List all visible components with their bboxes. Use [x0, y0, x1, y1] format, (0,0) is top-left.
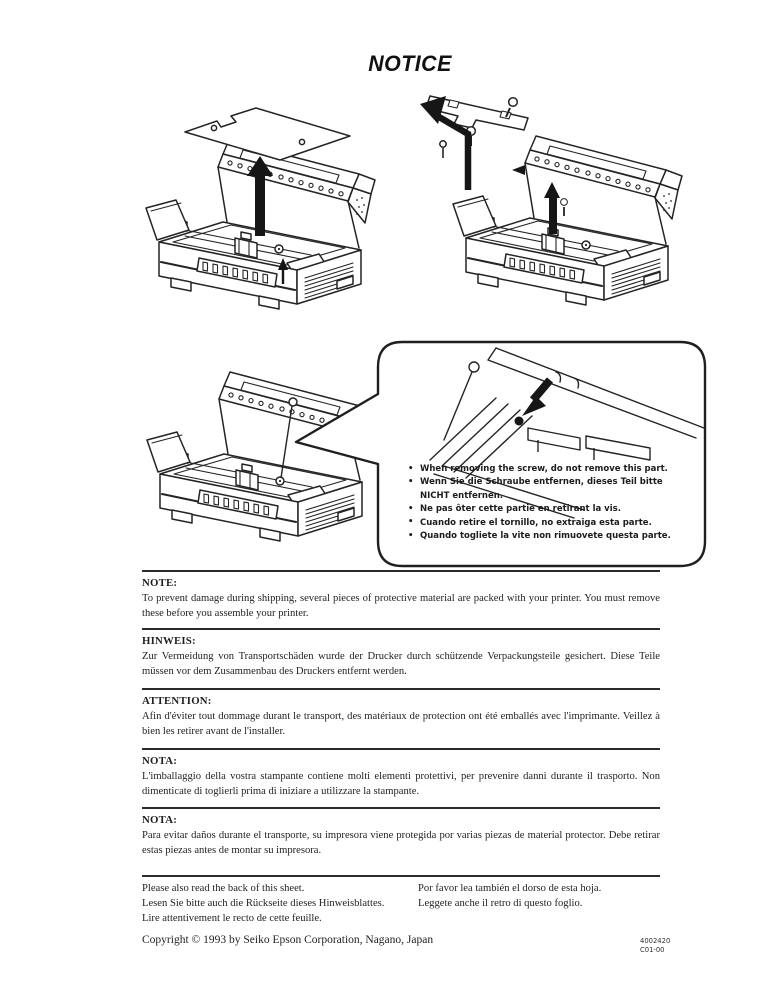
- section-hinweis-de: HINWEIS: Zur Vermeidung von Transportsch…: [142, 628, 660, 679]
- illustration-remove-protective-sheet: [145, 107, 376, 310]
- doc-number: 4002420: [640, 937, 671, 945]
- section-heading: HINWEIS:: [142, 635, 196, 647]
- left-arrow-icon: [512, 165, 525, 175]
- footer-divider: [142, 875, 660, 877]
- section-heading: NOTA:: [142, 814, 177, 826]
- pin-head: [288, 397, 298, 407]
- callout-bullet: Wenn Sie die Schraube entfernen, dieses …: [408, 476, 692, 503]
- callout-bullet-list: When removing the screw, do not remove t…: [408, 462, 692, 544]
- section-heading: ATTENTION:: [142, 695, 212, 707]
- removal-path-line: [432, 111, 472, 190]
- footer-line: Lesen Sie bitte auch die Rückseite diese…: [142, 898, 385, 909]
- footer-line: Por favor lea también el dorso de esta h…: [418, 883, 602, 894]
- carriage-block: [527, 427, 581, 451]
- callout-bullet: When removing the screw, do not remove t…: [408, 462, 692, 476]
- up-arrow-icon: [544, 182, 560, 234]
- footer-read-back-right: Por favor lea también el dorso de esta h…: [418, 881, 660, 911]
- footer-line: Please also read the back of this sheet.: [142, 883, 305, 894]
- copyright-line: Copyright © 1993 by Seiko Epson Corporat…: [142, 934, 434, 946]
- section-body: Afin d'éviter tout dommage durant le tra…: [142, 711, 660, 737]
- section-body: Para evitar daños durante el transporte,…: [142, 830, 660, 856]
- illustration-carriage-detail-source: [146, 371, 377, 542]
- section-note-en: NOTE: To prevent damage during shipping,…: [142, 570, 660, 621]
- callout-balloon: When removing the screw, do not remove t…: [294, 340, 708, 568]
- pin-head: [468, 361, 480, 373]
- carriage-pin: [280, 405, 293, 479]
- footer-line: Lire attentivement le recto de cette feu…: [142, 913, 322, 924]
- down-left-arrow-icon: [522, 396, 546, 416]
- section-heading: NOTE:: [142, 577, 178, 589]
- section-nota-es: NOTA: Para evitar daños durante el trans…: [142, 807, 660, 858]
- section-body: To prevent damage during shipping, sever…: [142, 593, 660, 619]
- document-number: 4002420 C01-00: [640, 937, 670, 954]
- screw-icon: [439, 140, 447, 148]
- sheet-hole: [210, 124, 218, 132]
- screw-icon: [560, 198, 568, 206]
- sheet-hole: [298, 138, 306, 146]
- section-heading: NOTA:: [142, 755, 177, 767]
- section-attention-fr: ATTENTION: Afin d'éviter tout dommage du…: [142, 688, 660, 739]
- footer-line: Leggete anche il retro di questo foglio.: [418, 898, 583, 909]
- screw-shaft: [505, 107, 511, 118]
- up-arrow-icon: [247, 156, 273, 236]
- carriage-closeup-drawing: [429, 347, 705, 519]
- illustration-remove-bracket: [420, 95, 683, 306]
- page-title: NOTICE: [0, 51, 768, 77]
- callout-bullet: Quando togliete la vite non rimuovete qu…: [408, 530, 692, 544]
- protective-sheet: [184, 107, 351, 161]
- removal-arrow-icon: [420, 96, 446, 124]
- callout-bullet: Cuando retire el tornillo, no extraiga e…: [408, 516, 692, 530]
- footer-read-back-left: Please also read the back of this sheet.…: [142, 881, 414, 926]
- callout-bullet: Ne pas ôter cette partie en retirant la …: [408, 503, 692, 517]
- rail-block: [585, 435, 651, 461]
- section-nota-it: NOTA: L'imballaggio della vostra stampan…: [142, 748, 660, 799]
- page-title-text: NOTICE: [368, 51, 452, 76]
- section-body: L'imballaggio della vostra stampante con…: [142, 771, 660, 797]
- screw-icon: [514, 416, 524, 426]
- screw-icon: [507, 96, 519, 108]
- doc-revision: C01-00: [640, 945, 665, 954]
- section-body: Zur Vermeidung von Transportschäden wurd…: [142, 651, 660, 677]
- small-up-arrow-icon: [278, 258, 288, 270]
